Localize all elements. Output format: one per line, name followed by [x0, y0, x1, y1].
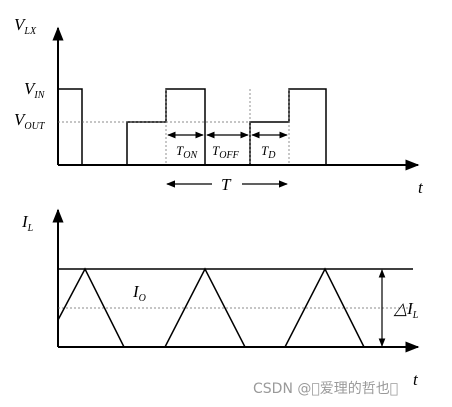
il-waveform [57, 267, 365, 348]
period-label: T [221, 175, 232, 194]
average-current-label: IO [132, 282, 146, 304]
bottom-time-label: t [413, 370, 419, 389]
vout-level-label: VOUT [14, 110, 46, 132]
vin-level-label: VIN [24, 79, 46, 101]
vlx-waveform [58, 88, 327, 166]
watermark: CSDN @ 爱理的哲也  [253, 381, 398, 397]
ripple-current-label: △IL [393, 299, 419, 321]
td-label: TD [261, 143, 276, 161]
il-axis-label: IL [21, 212, 34, 234]
ton-label: TON [176, 143, 198, 161]
vlx-axis-label: VLX [14, 15, 37, 37]
toff-label: TOFF [212, 143, 240, 161]
top-time-label: t [418, 178, 424, 197]
